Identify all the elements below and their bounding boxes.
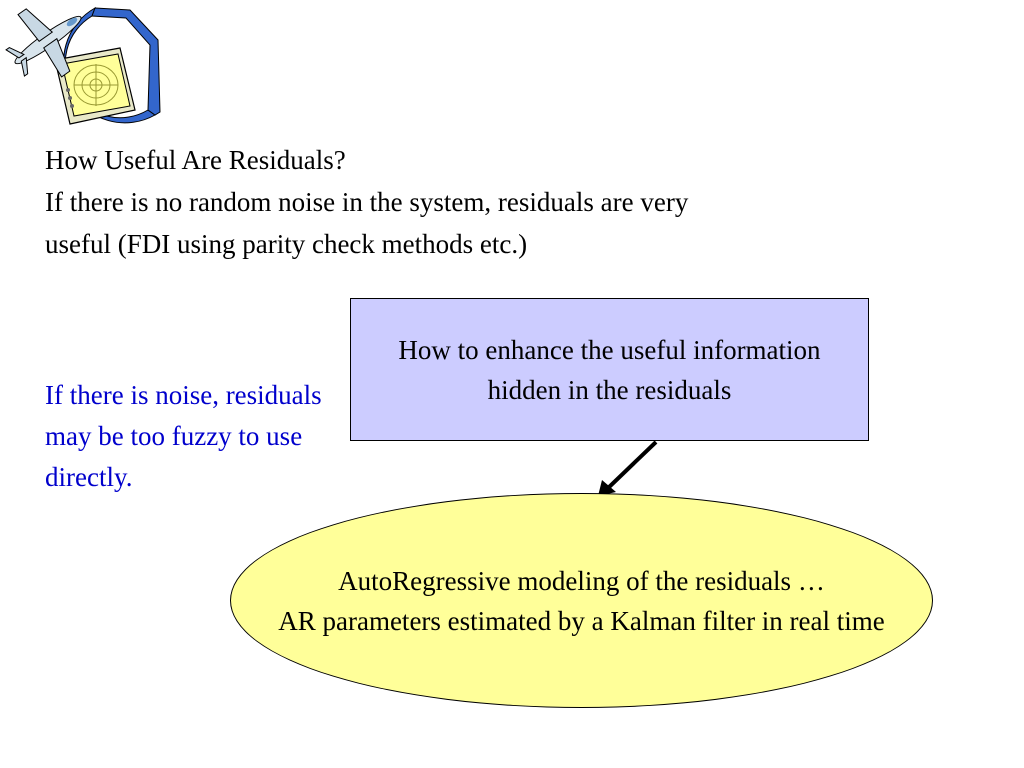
arrow-down-left-icon (598, 440, 658, 496)
intro-paragraph: If there is no random noise in the syste… (45, 187, 689, 259)
ar-ellipse-line1: AutoRegressive modeling of the residuals… (338, 565, 825, 596)
ar-modeling-ellipse: AutoRegressive modeling of the residuals… (230, 493, 933, 708)
airplane-radar-icon (5, 6, 161, 125)
enhance-box: How to enhance the useful information hi… (350, 298, 869, 441)
ar-ellipse-line2: AR parameters estimated by a Kalman filt… (278, 605, 885, 636)
slide-heading: How Useful Are Residuals? (45, 145, 346, 175)
enhance-box-text: How to enhance the useful information hi… (398, 334, 821, 405)
noise-note: If there is noise, residuals may be too … (45, 380, 322, 492)
